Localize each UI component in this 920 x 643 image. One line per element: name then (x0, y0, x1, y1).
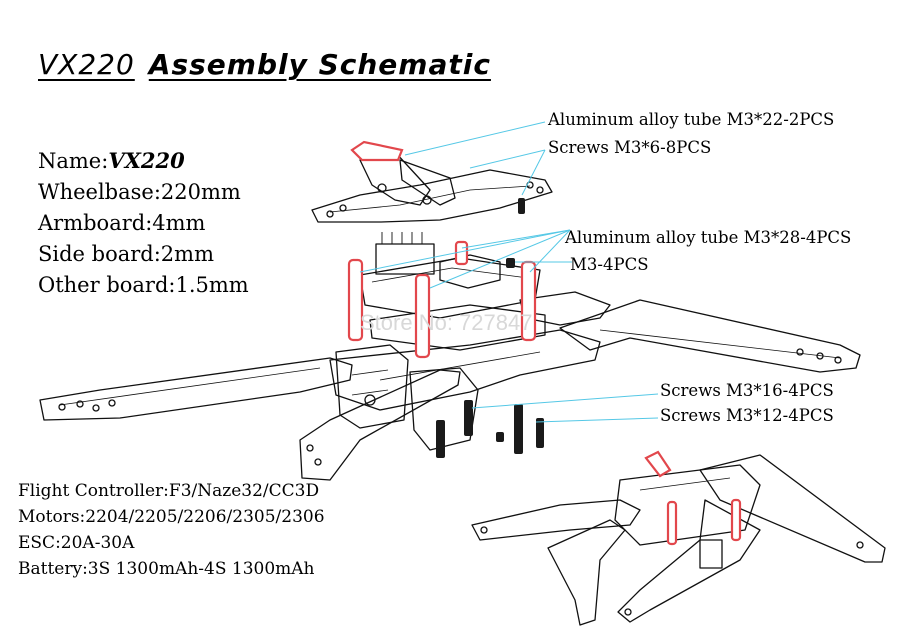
callout-tube-28: Aluminum alloy tube M3*28-4PCS (565, 228, 852, 247)
diagram-title: VX220 Assembly Schematic (38, 48, 491, 81)
bottom-arm-plate (39, 291, 861, 481)
title-heading: Assembly Schematic (148, 48, 491, 81)
leader-lines (359, 121, 659, 423)
callout-screws-12: Screws M3*12-4PCS (660, 406, 834, 425)
assembled-frame-preview (471, 454, 886, 626)
compatibility-list: Flight Controller:F3/Naze32/CC3D Motors:… (18, 478, 325, 582)
store-watermark: Store No: 727847 (360, 310, 532, 335)
compat-esc: ESC:20A-30A (18, 533, 135, 553)
spec-wheelbase: Wheelbase:220mm (38, 180, 241, 204)
callout-tube-22: Aluminum alloy tube M3*22-2PCS (548, 110, 835, 129)
callout-m3-nuts: M3-4PCS (570, 255, 649, 274)
spec-other-board: Other board:1.5mm (38, 273, 249, 297)
compat-battery: Battery:3S 1300mAh-4S 1300mAh (18, 559, 315, 579)
spec-side-board: Side board:2mm (38, 242, 214, 266)
callout-screws-6: Screws M3*6-8PCS (548, 138, 712, 157)
callout-screws-16: Screws M3*16-4PCS (660, 381, 834, 400)
spec-name: Name:VX220 (38, 148, 185, 173)
standoff-tubes (347, 140, 742, 546)
compat-motors: Motors:2204/2205/2206/2305/2306 (18, 507, 325, 527)
spec-armboard: Armboard:4mm (38, 211, 206, 235)
spec-list: Name:VX220 Wheelbase:220mm Armboard:4mm … (38, 145, 249, 301)
screws (436, 198, 544, 458)
top-plate (311, 151, 553, 223)
compat-flight-controller: Flight Controller:F3/Naze32/CC3D (18, 481, 320, 501)
model-name: VX220 (38, 48, 135, 81)
